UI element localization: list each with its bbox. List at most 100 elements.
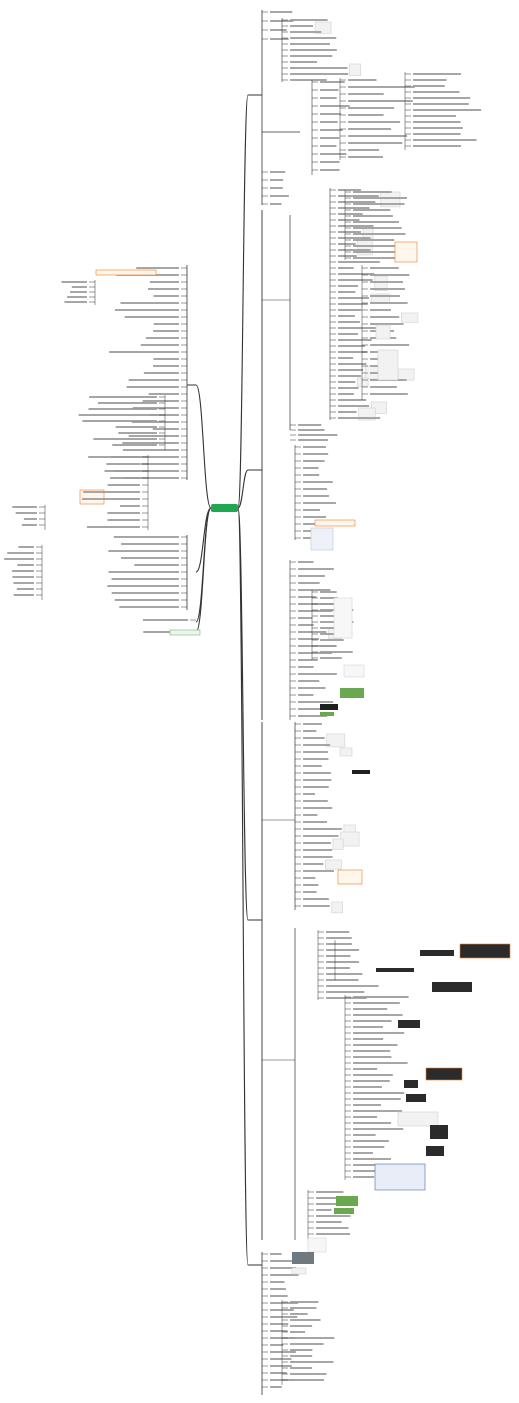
r1-sub1-thumb xyxy=(314,21,332,34)
r3-sub1-label xyxy=(303,786,329,788)
r3-code-g xyxy=(406,1094,426,1102)
r1-sub4-label xyxy=(413,127,463,129)
r3-sub3-label xyxy=(326,967,351,969)
r1-sub1-label xyxy=(290,37,337,39)
l1-sub3-label xyxy=(119,505,140,507)
r4-top-label xyxy=(270,1323,289,1325)
r2-sub6-label xyxy=(298,666,314,668)
r2-sub2-label xyxy=(338,369,364,371)
r3-sub6-label xyxy=(316,1215,351,1217)
r2-sub2-label xyxy=(338,279,373,281)
r1-sub2-label xyxy=(320,129,343,131)
r2-sub5-label xyxy=(303,453,329,455)
r1-sub2-label xyxy=(320,89,339,91)
r2-sub2-label xyxy=(338,321,360,323)
r2-sub6-label xyxy=(298,617,313,619)
r2-sub2-label xyxy=(338,291,356,293)
r4-sub1-label xyxy=(290,1301,319,1303)
r4-sub1-label xyxy=(290,1361,334,1363)
l1-sub2-label xyxy=(89,396,157,398)
r2-sub4-thumb xyxy=(401,312,419,323)
r2-sub2-label xyxy=(338,417,381,419)
r3-sub1-label xyxy=(303,814,318,816)
r2-sub2-label xyxy=(338,189,362,191)
r3-sub6-label xyxy=(316,1233,351,1235)
l2-sub1-label xyxy=(11,570,34,572)
r2-sub5-label xyxy=(303,467,319,469)
r2-sub5-label xyxy=(303,509,321,511)
r2-sub6-label xyxy=(298,561,314,563)
r2-sub2-label xyxy=(338,405,370,407)
r2-sub1-tail-label xyxy=(298,439,329,441)
r3-sub6-label xyxy=(316,1191,344,1193)
r3-thumb-a xyxy=(339,747,353,757)
r3-sub5-label xyxy=(353,1176,375,1178)
l2-sub1-label xyxy=(4,558,34,560)
l2-label xyxy=(111,578,179,580)
r1-sub2-label xyxy=(320,113,342,115)
l1-label xyxy=(124,316,179,318)
r1-sub1-label xyxy=(290,67,348,69)
r4-top-label xyxy=(270,1316,298,1318)
r2-sub3-label xyxy=(353,197,408,199)
r1-sub3-label xyxy=(348,135,408,137)
r3-sub1-label xyxy=(303,758,329,760)
r1-sub3-label xyxy=(348,149,380,151)
r3-code-a xyxy=(420,950,454,956)
r2-sub6-label xyxy=(298,659,318,661)
r1-sub3-label xyxy=(348,142,403,144)
r2-sub2-label xyxy=(338,381,356,383)
r2-sub6-label xyxy=(298,582,320,584)
r1-sub2-label xyxy=(320,153,347,155)
l1-label xyxy=(122,442,179,444)
r2-sub6-label xyxy=(298,715,328,717)
r3-code-highlight xyxy=(459,943,511,959)
r1-sub3-label xyxy=(348,100,413,102)
r3-sub3-label xyxy=(326,943,352,945)
r1-sub4-label xyxy=(413,79,447,81)
r2-sub2-thumb xyxy=(370,401,387,414)
r3-thumb-b xyxy=(397,1111,439,1127)
r3-sub5-label xyxy=(353,1044,398,1046)
r1-sub3-label xyxy=(348,156,384,158)
l1-label xyxy=(153,358,179,360)
r2-sub7-label xyxy=(320,597,338,599)
r1-sub4-label xyxy=(413,133,461,135)
r1-top-label xyxy=(270,29,287,31)
l1-label xyxy=(148,393,179,395)
r2-sub2-label xyxy=(338,399,367,401)
r3-sub5-label xyxy=(353,1110,403,1112)
r2-sub3-label xyxy=(353,203,405,205)
r2-sub2-label xyxy=(338,267,354,269)
r2-sub2-label xyxy=(338,309,362,311)
r2-blue-thumb xyxy=(310,527,334,551)
root-node[interactable] xyxy=(211,504,238,512)
r3-sub3-label xyxy=(326,973,363,975)
r1-sub3-label xyxy=(348,93,384,95)
r2-sub2-label xyxy=(338,201,376,203)
r3-sub1-label xyxy=(303,821,328,823)
l1-sub1-label xyxy=(61,281,87,283)
r4-top-label xyxy=(270,1344,284,1346)
r3-sub1-label xyxy=(303,835,339,837)
r3-sub6-label xyxy=(316,1227,349,1229)
r2-sub6-label xyxy=(298,694,314,696)
r3-sub5-label xyxy=(353,1074,393,1076)
r2-sub2-label xyxy=(338,363,367,365)
l2-label xyxy=(120,557,179,559)
r4-top-label xyxy=(270,1386,282,1388)
l2-sub1-label xyxy=(18,546,34,548)
r2-highlight-bar xyxy=(314,519,356,527)
l1-label xyxy=(128,435,179,437)
r2-sub5-label xyxy=(303,516,327,518)
r3-sub1-label xyxy=(303,779,332,781)
r2-sub4-label xyxy=(370,274,410,276)
r2-sub5-label xyxy=(303,488,328,490)
l4-green-box xyxy=(169,629,201,636)
r4-top-label xyxy=(270,1281,285,1283)
r2-sub3-label xyxy=(353,191,392,193)
r4-sub1-label xyxy=(290,1367,313,1369)
r2-sub2-label xyxy=(338,261,380,263)
r1-sub4-label xyxy=(413,139,477,141)
